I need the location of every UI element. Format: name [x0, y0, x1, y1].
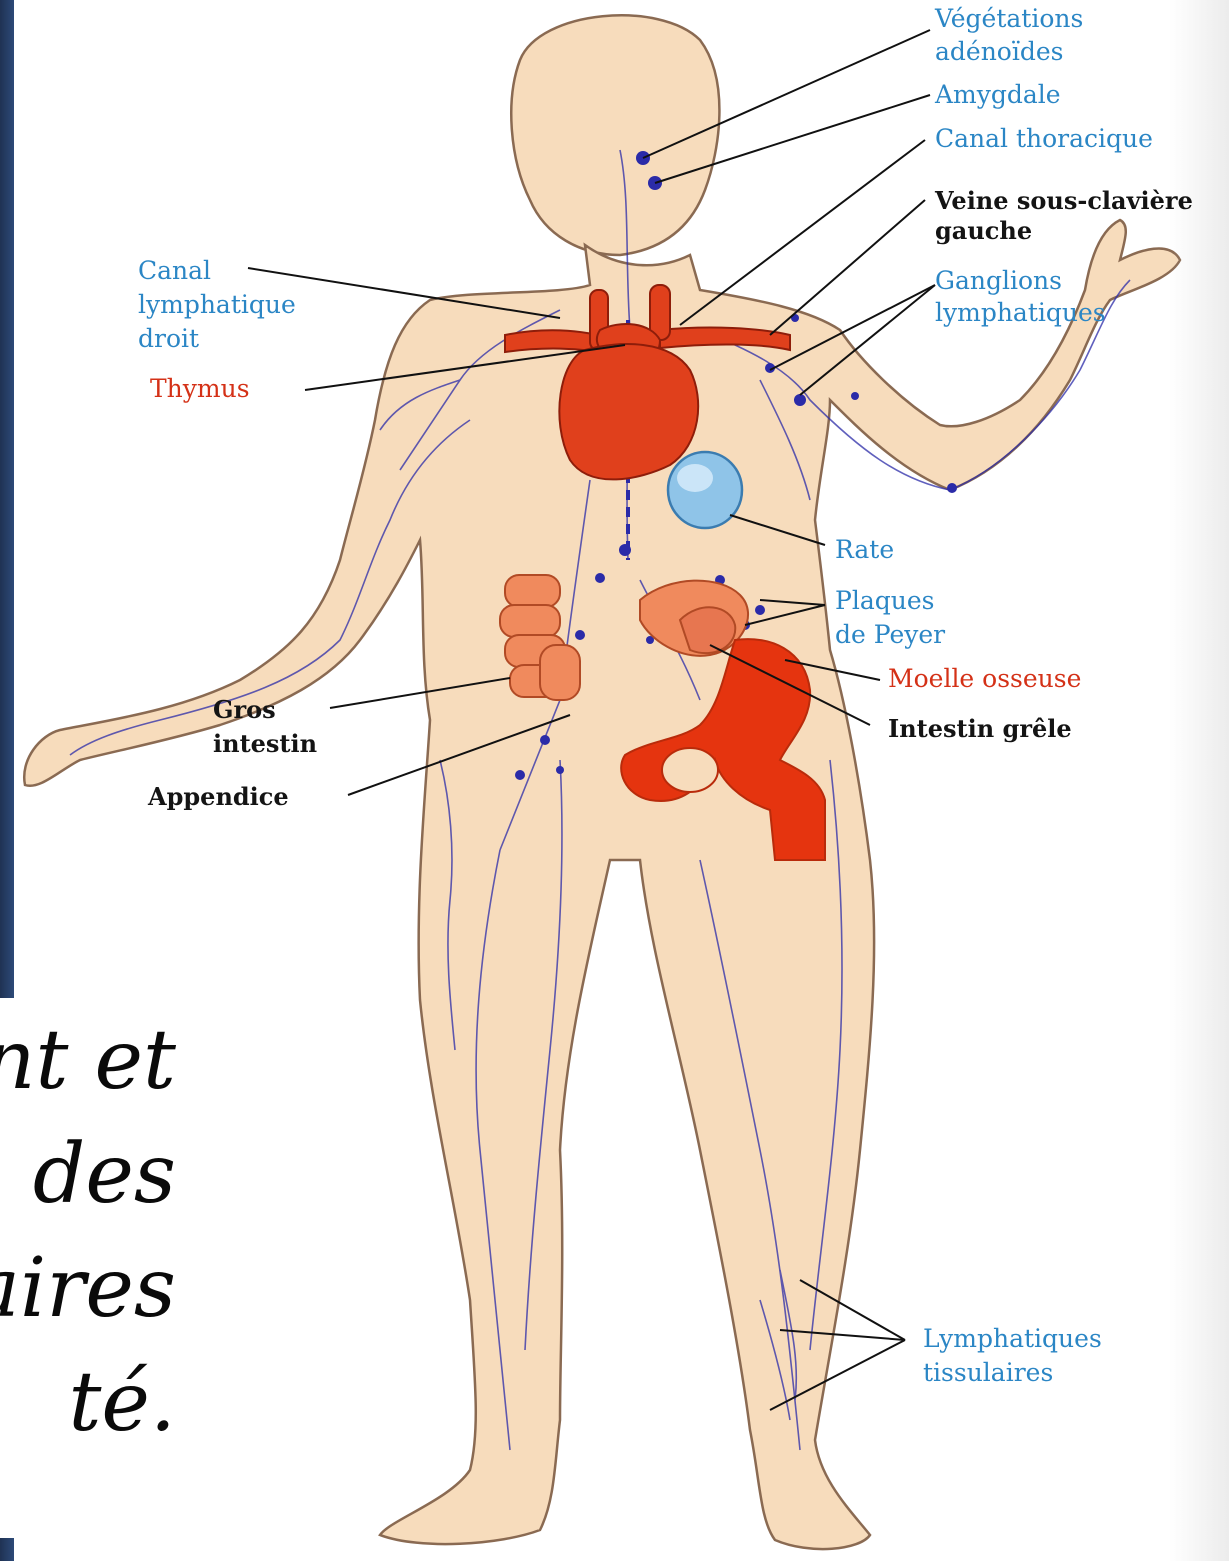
scan-shadow	[1169, 0, 1229, 1561]
caption-line-1: nt et	[0, 1016, 176, 1106]
label-thymus: Thymus	[150, 374, 250, 404]
caption-line-3: aires	[0, 1244, 176, 1334]
label-plaques-2: de Peyer	[835, 620, 945, 650]
label-vegetations: Végétations	[935, 4, 1083, 34]
label-ganglions: Ganglions	[935, 266, 1062, 296]
label-gros-intestin: intestin	[213, 729, 317, 759]
label-canal-thoracique: Canal thoracique	[935, 124, 1153, 154]
spleen-illustration	[668, 452, 742, 528]
label-moelle-osseuse: Moelle osseuse	[888, 664, 1081, 694]
caption-line-4: té.	[68, 1358, 176, 1448]
label-ganglions-2: lymphatiques	[935, 298, 1106, 328]
caption-line-2: des	[33, 1130, 176, 1220]
caption-panel: nt et des aires té.	[0, 998, 212, 1538]
label-veine-sous-claviere: Veine sous-clavière	[935, 186, 1193, 216]
label-vegetations-2: adénoïdes	[935, 37, 1063, 67]
label-amygdale: Amygdale	[935, 80, 1061, 110]
label-canal-lymphatique: Canal	[138, 256, 211, 286]
label-lymphatiques-tissulaires-2: tissulaires	[923, 1358, 1053, 1388]
label-canal-lymphatique-3: droit	[138, 324, 199, 354]
label-gros: Gros	[213, 695, 276, 725]
label-lymphatiques-tissulaires: Lymphatiques	[923, 1324, 1102, 1354]
label-appendice: Appendice	[148, 782, 289, 812]
label-canal-lymphatique-2: lymphatique	[138, 290, 296, 320]
label-intestin-grele: Intestin grêle	[888, 714, 1072, 744]
label-plaques: Plaques	[835, 586, 934, 616]
label-rate: Rate	[835, 535, 894, 565]
label-veine-gauche: gauche	[935, 216, 1032, 246]
